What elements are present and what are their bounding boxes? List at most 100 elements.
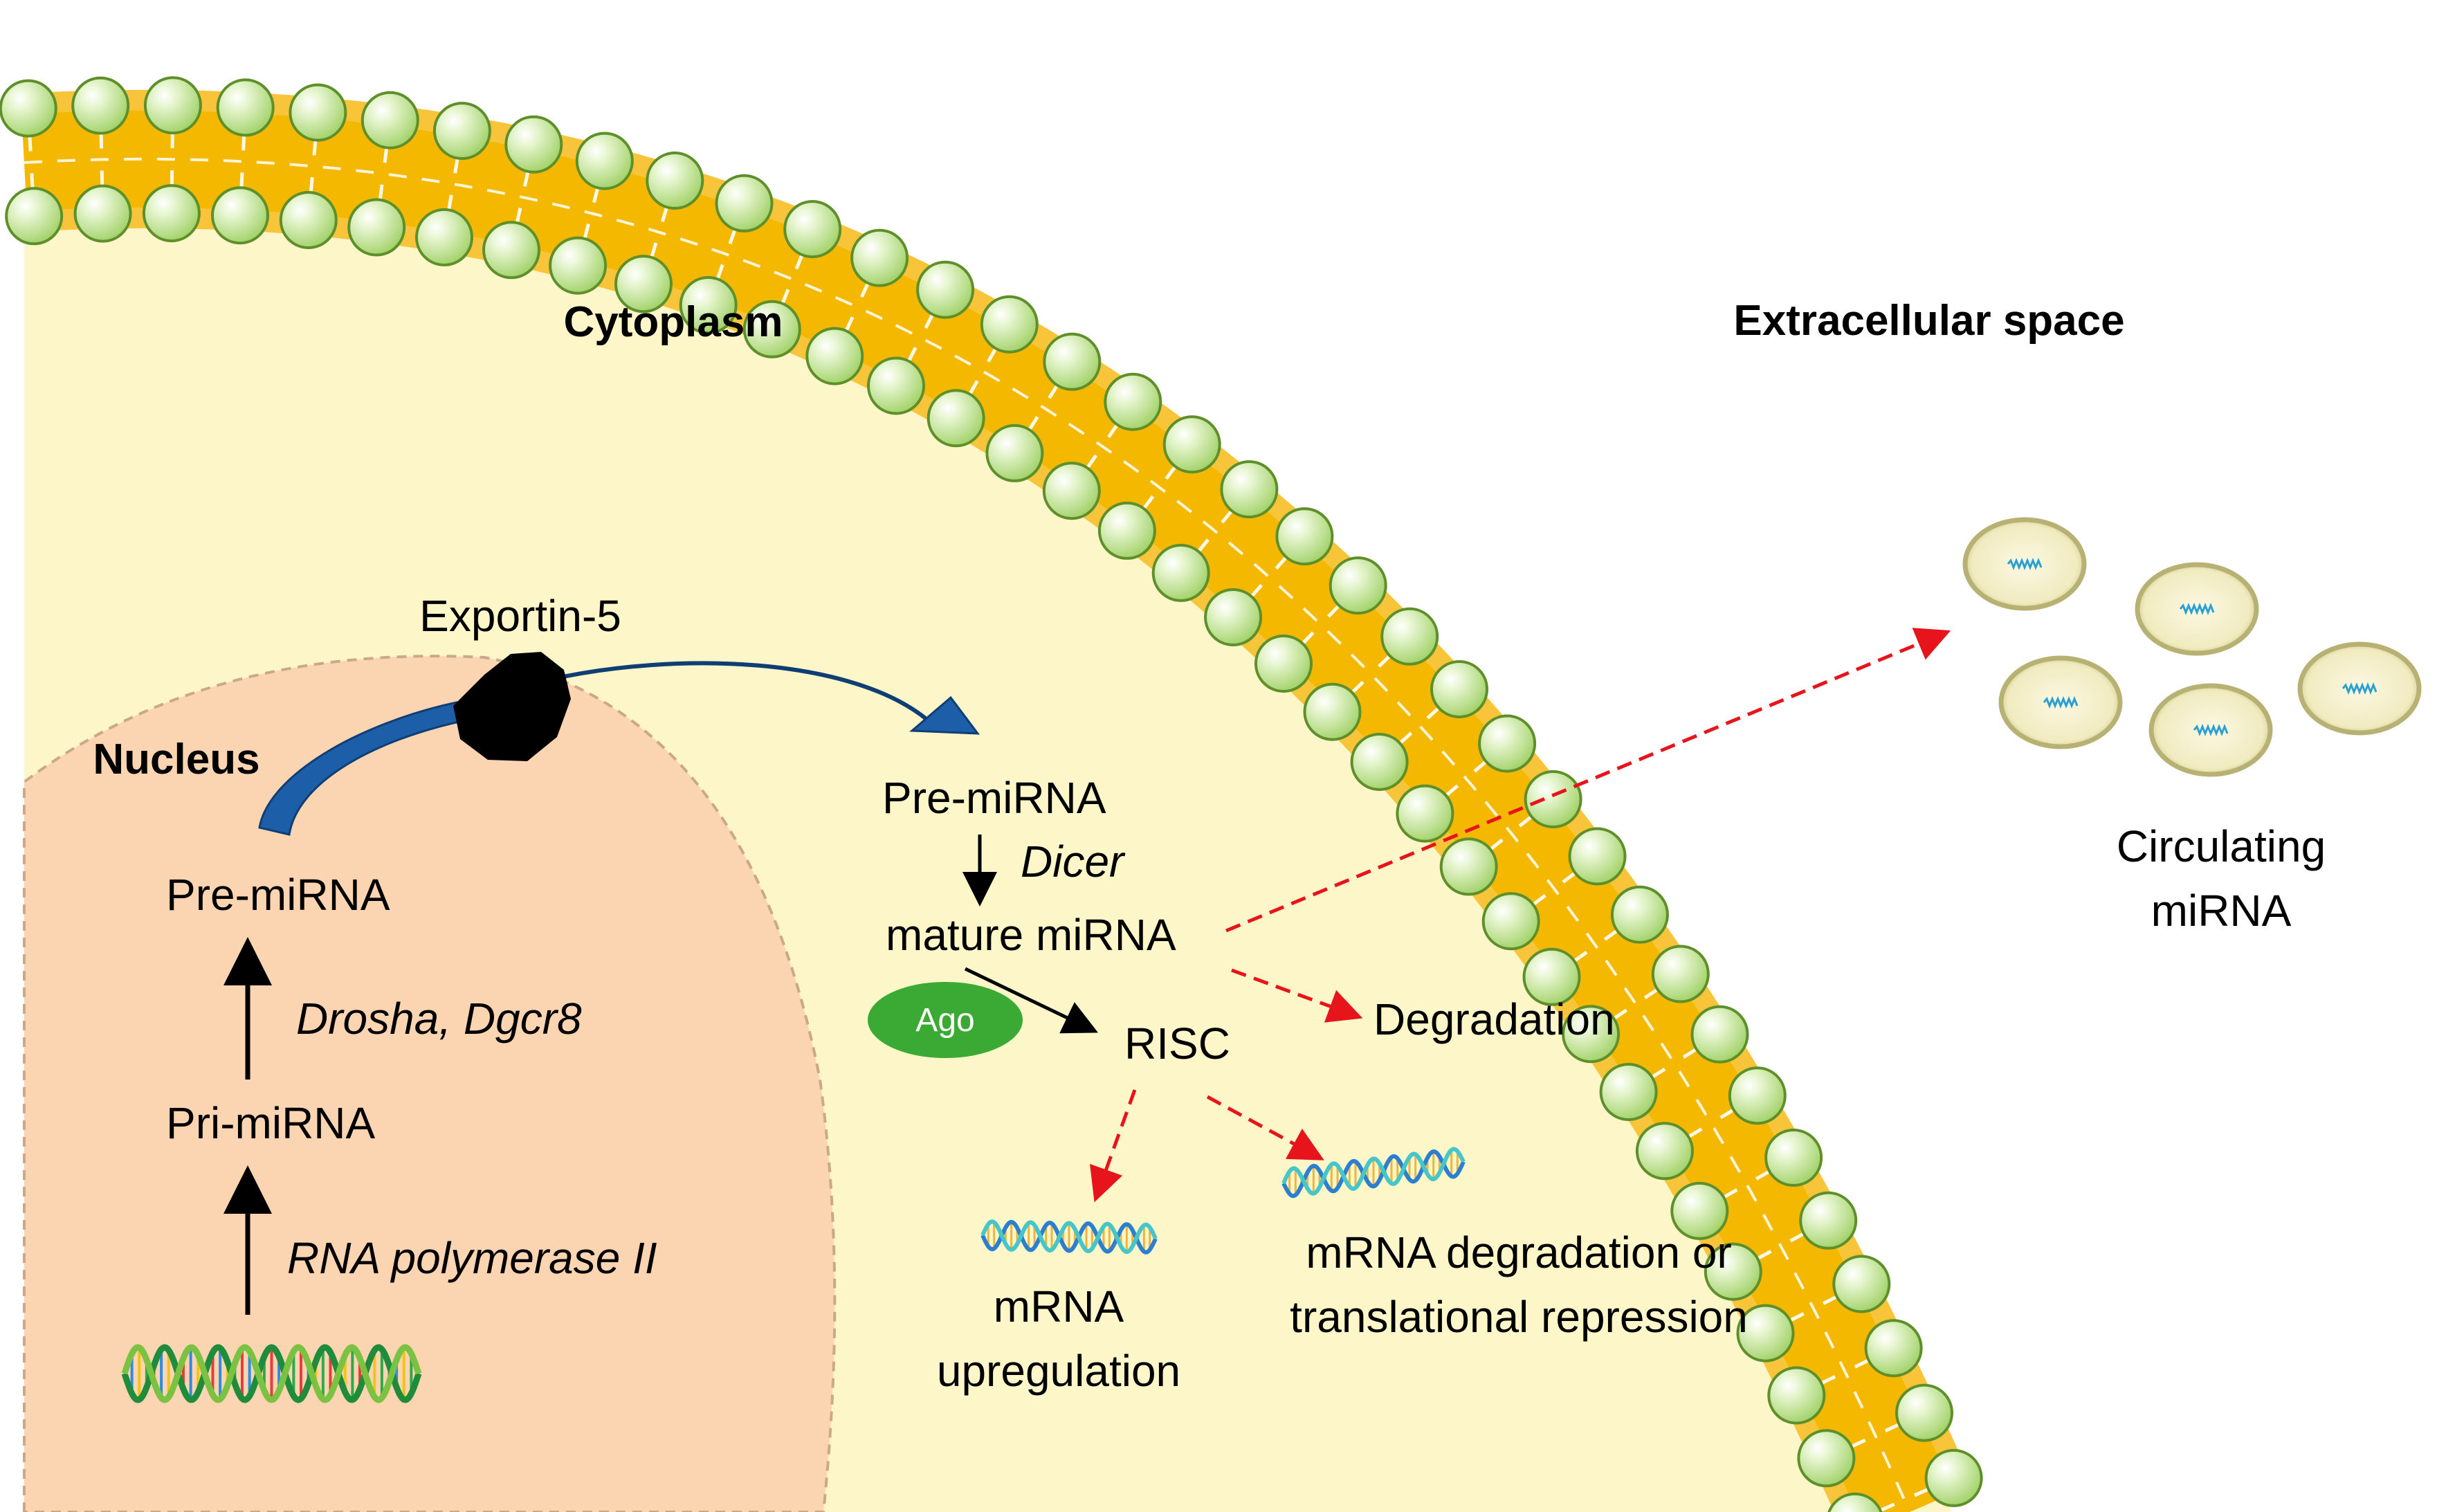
lipid-head: [1396, 784, 1454, 843]
lipid-head: [1827, 1492, 1883, 1512]
dna-strand-a: [121, 1344, 422, 1403]
circulating-line2: miRNA: [2151, 886, 2292, 936]
vesicle: [1998, 655, 2123, 749]
lipid-head: [614, 255, 673, 313]
cell-membrane: [0, 76, 1983, 1512]
extracellular-label: Extracellular space: [1733, 297, 2124, 345]
lipid-head: [1568, 827, 1627, 886]
lipid-head: [143, 76, 202, 135]
lipid-head: [575, 131, 634, 190]
lipid-head: [1635, 1122, 1694, 1181]
mrna-deg-line1: mRNA degradation or: [1306, 1228, 1731, 1277]
lipid-head: [289, 83, 347, 142]
lipid-head: [850, 228, 909, 287]
nucleus-pre-mirna: Pre-miRNA: [166, 870, 390, 920]
lipid-head: [715, 174, 774, 233]
mrna-backbone-b: [1281, 1147, 1466, 1196]
lipid-head: [415, 208, 473, 266]
mrna-backbone-a: [1281, 1149, 1466, 1199]
lipid-head: [742, 300, 801, 358]
lipid-head: [482, 221, 540, 280]
drosha-label: Drosha, Dgcr8: [296, 994, 582, 1044]
membrane-midline: [24, 157, 1911, 1512]
lipid-head: [679, 276, 738, 334]
lipid-head: [1162, 415, 1221, 474]
mrna-deg-line2: translational repression: [1290, 1292, 1748, 1342]
lipid-head: [1895, 1383, 1953, 1442]
mature-mirna: mature miRNA: [886, 910, 1176, 960]
lipid-head: [211, 186, 269, 245]
lipid-head: [1704, 1242, 1762, 1301]
lipid-head: [985, 423, 1044, 482]
lipid-head: [549, 236, 608, 295]
lipid-head: [927, 389, 985, 448]
lipid-head: [1380, 607, 1439, 666]
vesicle: [2148, 683, 2273, 777]
risc-label: RISC: [1124, 1019, 1230, 1068]
lipid-head: [1924, 1448, 1983, 1507]
lipid-head: [1728, 1066, 1787, 1125]
nucleus-region: [23, 655, 837, 1512]
mrna-strand-degradation: [1281, 1147, 1466, 1199]
lipid-head: [1043, 332, 1102, 391]
lipid-head: [1522, 947, 1581, 1006]
lipid-head: [1275, 507, 1334, 566]
mrna-backbone-b: [980, 1219, 1158, 1255]
ago-label: Ago: [915, 1002, 974, 1039]
lipid-head: [1832, 1255, 1891, 1313]
lipid-head: [646, 152, 704, 210]
lipid-head: [1329, 556, 1387, 615]
vesicle: [1962, 517, 2087, 611]
lipid-head: [1764, 1129, 1823, 1187]
export-arrow-tail: [546, 661, 929, 722]
lipid-head: [1097, 501, 1156, 560]
lipid-head: [1481, 892, 1540, 951]
lipid-head: [1651, 945, 1710, 1003]
cytoplasm-pre-mirna: Pre-miRNA: [882, 773, 1106, 823]
lipid-head: [5, 187, 64, 246]
dna-strand-b: [121, 1344, 422, 1403]
mrna-up-line2: upregulation: [937, 1346, 1180, 1396]
lipid-head: [867, 356, 925, 415]
lipid-head: [805, 327, 864, 385]
lipid-head: [432, 102, 491, 161]
vesicle-mirna-cargo: [2007, 557, 2043, 571]
lipid-head: [1478, 714, 1537, 773]
nucleus-label: Nucleus: [93, 736, 259, 783]
circulating-line1: Circulating: [2117, 821, 2326, 871]
upregulation-arrow: [1090, 1089, 1137, 1203]
lipid-head: [1562, 1005, 1621, 1064]
lipid-head: [1670, 1181, 1729, 1240]
lipid-head: [980, 295, 1039, 354]
secretion-arrow: [1225, 628, 1951, 933]
lipid-head: [783, 200, 842, 259]
lipid-head: [1104, 372, 1162, 431]
vesicle: [2135, 562, 2259, 656]
lipid-head: [216, 78, 275, 137]
export-arrowhead: [909, 695, 980, 735]
lipid-head: [1610, 885, 1669, 944]
ago-protein: [868, 982, 1023, 1058]
lipid-head: [279, 191, 338, 249]
pri-mirna: Pri-miRNA: [166, 1098, 376, 1148]
repression-arrow: [1206, 1095, 1324, 1160]
cytoplasm-label: Cytoplasm: [564, 298, 783, 346]
lipid-head: [360, 91, 419, 149]
vesicle-mirna-cargo: [2179, 602, 2215, 616]
dicer-label: Dicer: [1021, 837, 1126, 886]
lipid-head: [1151, 543, 1210, 602]
lipid-head: [1797, 1429, 1856, 1488]
lipid-head: [0, 79, 57, 138]
lipid-head: [1350, 733, 1409, 791]
lipid-head: [73, 184, 132, 243]
exportin-label: Exportin-5: [419, 591, 621, 641]
polymerase-label: RNA polymerase II: [287, 1233, 657, 1283]
mrna-strand-upregulation: [980, 1219, 1158, 1255]
circulating-vesicles: [1962, 517, 2422, 777]
lipid-head: [1799, 1191, 1858, 1250]
degradation-label: Degradation: [1373, 994, 1615, 1044]
lipid-head: [1042, 462, 1101, 520]
lipid-head: [1254, 635, 1313, 693]
lipid-head: [1864, 1319, 1923, 1378]
